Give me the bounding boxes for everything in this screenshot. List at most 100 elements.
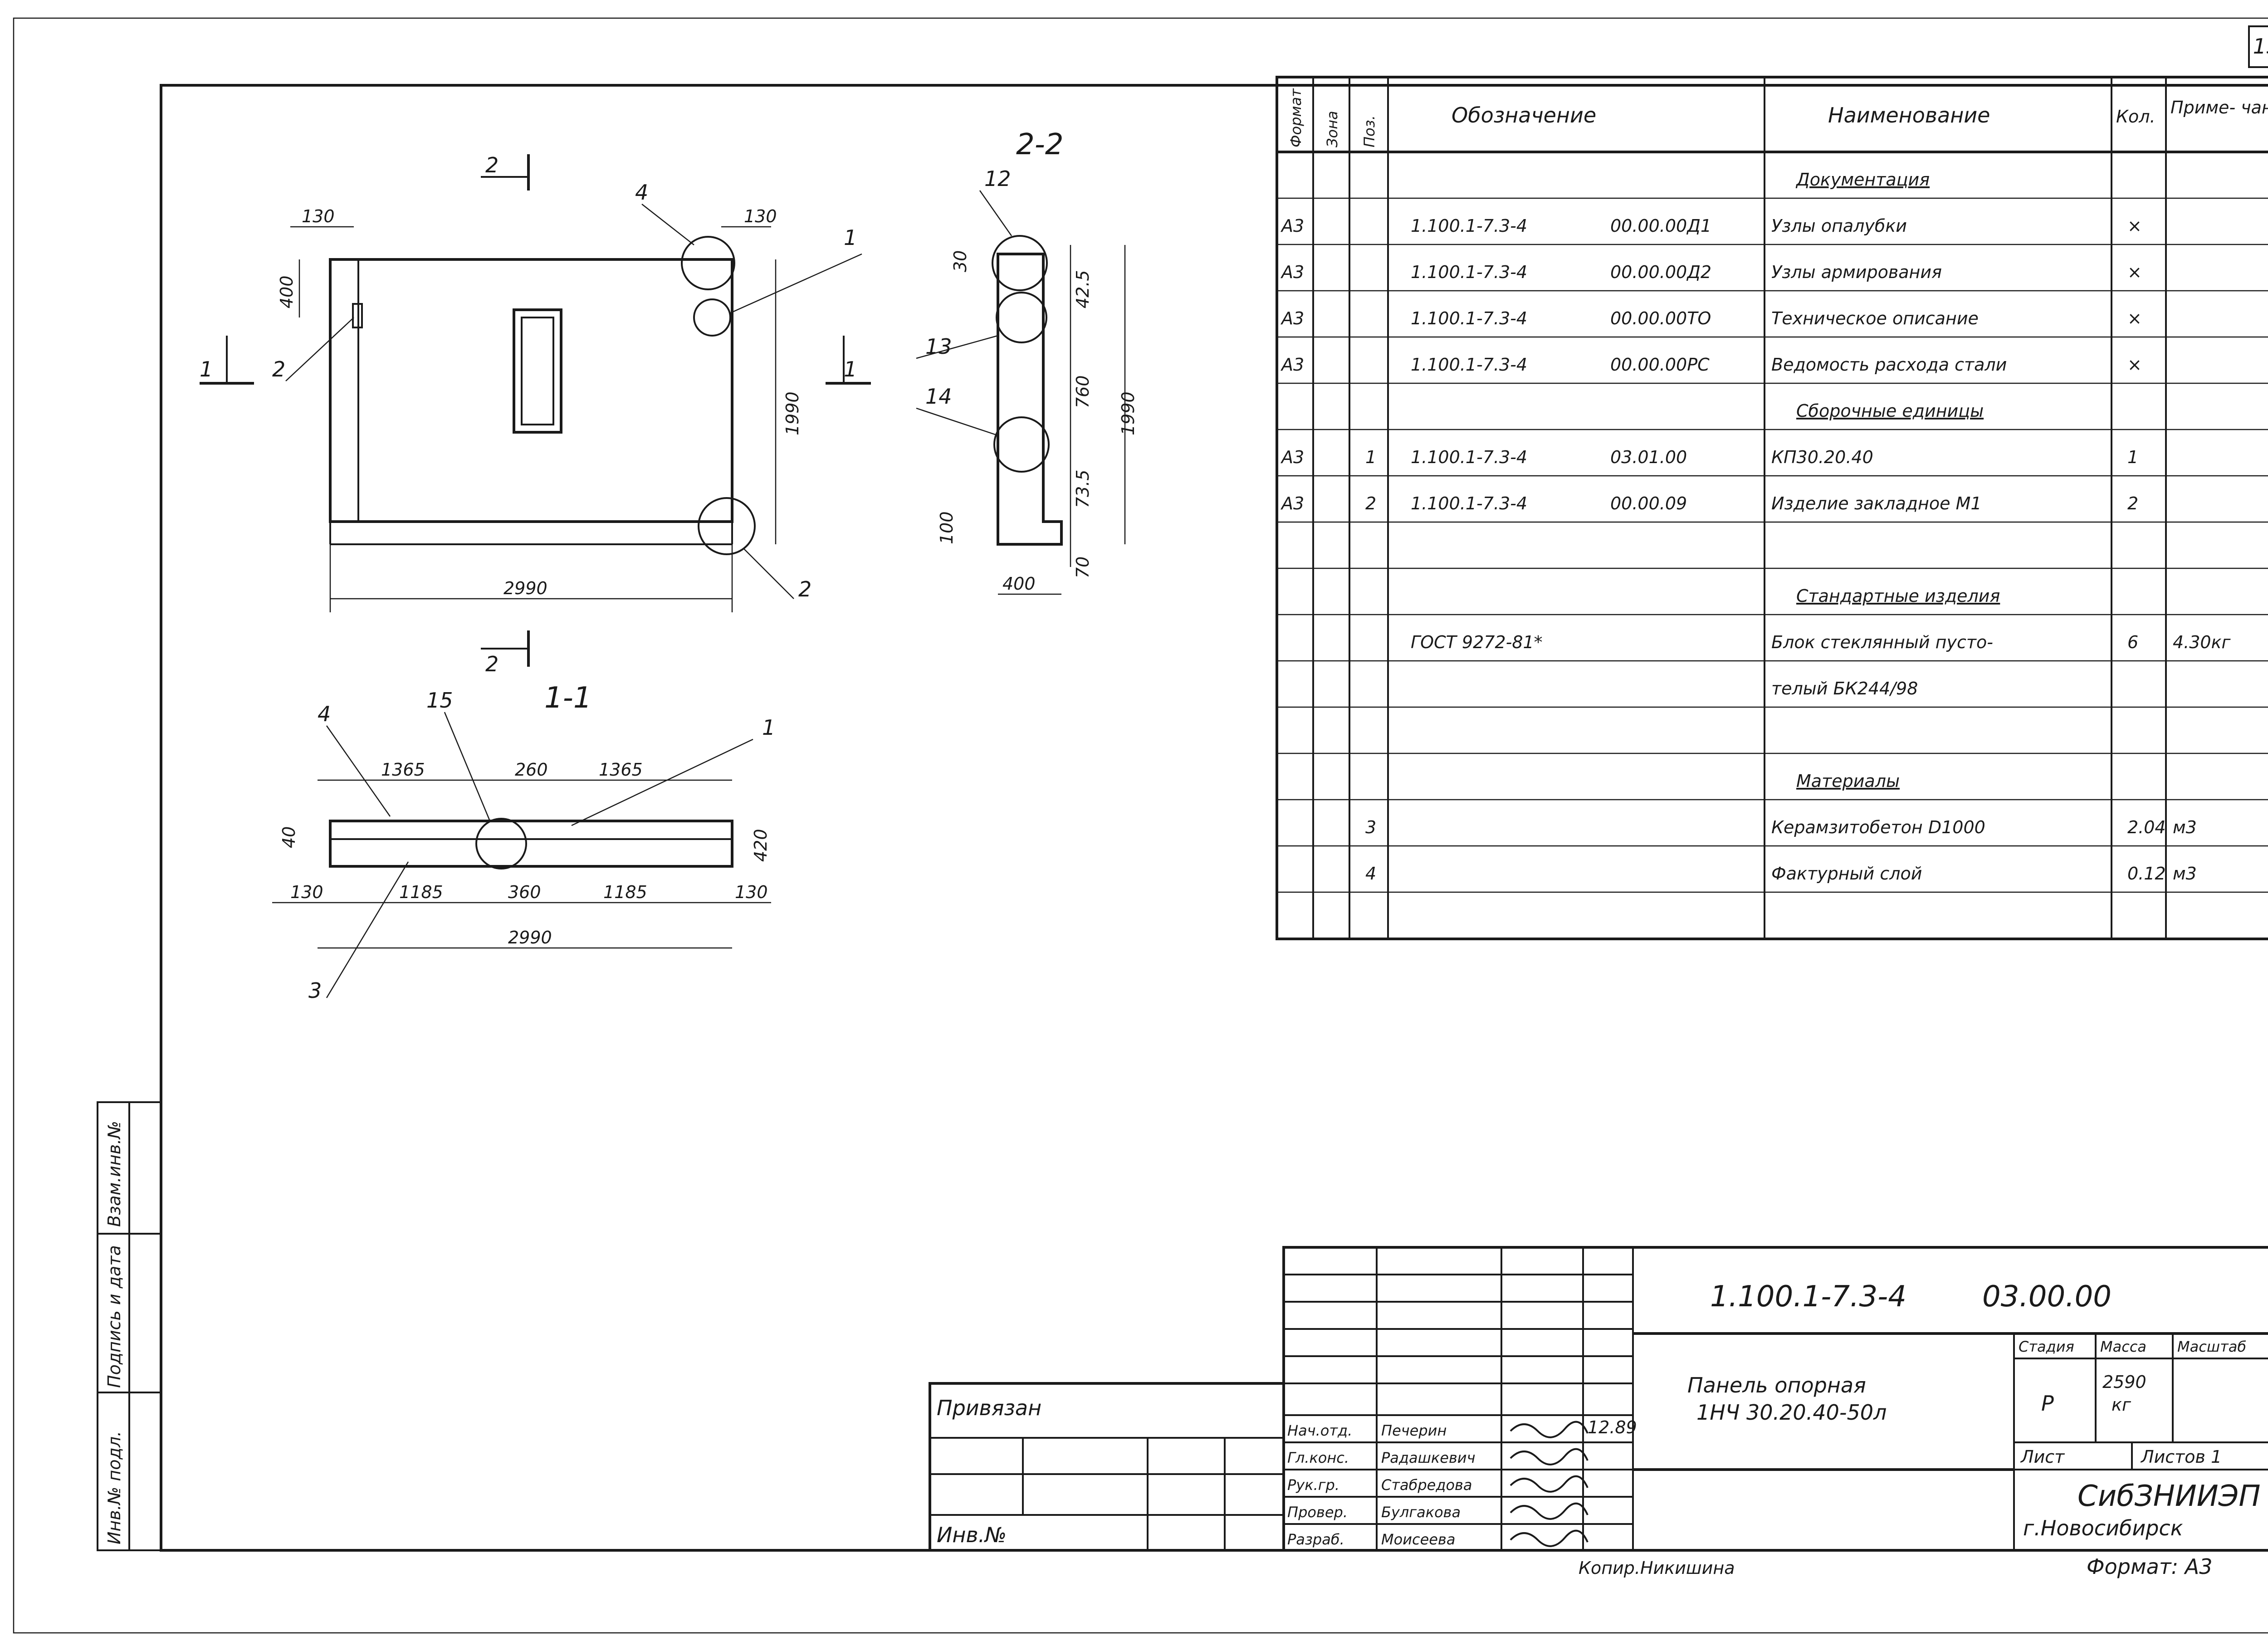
footer-format: Формат: А3 [2087,1554,2212,1579]
spec-cell-name: Изделие закладное М1 [1771,493,1982,513]
spec-header-qty: Кол. [2116,107,2156,127]
binding-privyazan: Привязан [937,1396,1041,1420]
title-block: 1.100.1-7.3-4 03.00.00 Панель опорная 1Н… [1282,1246,2268,1552]
spec-cell-name: Блок стеклянный пусто- [1771,632,1993,652]
role-title: Гл.конс. [1287,1449,1349,1466]
spec-cell-name: Керамзитобетон D1000 [1771,817,1985,837]
s22-dim-70: 70 [1073,557,1093,578]
spec-cell-name: Техническое описание [1771,308,1979,328]
fv-dim-130-left: 130 [302,206,335,226]
spec-cell-code: 1.100.1-7.3-4 [1411,308,1527,328]
spec-header-note: Приме- чание [2170,98,2268,117]
tb-mass-label: Масса [2100,1338,2146,1355]
spec-cell-num: 00.00.09 [1610,493,1687,513]
s11-callout-4: 4 [318,702,331,726]
spec-header-zone: Зона [1324,111,1341,147]
s22-callout-12: 12 [984,166,1011,191]
tb-doc-num: 03.00.00 [1982,1280,2112,1314]
fv-dim-130-right: 130 [744,206,777,226]
signature-icon [1510,1421,1589,1438]
specification-table: Формат Зона Поз. Обозначение Наименовани… [1276,76,2268,940]
spec-cell-qty: 2 [2127,493,2138,513]
s11-dim-2990: 2990 [508,928,552,948]
spec-cell-name: Узлы армирования [1771,262,1942,282]
role-name: Моисеева [1381,1531,1455,1548]
role-row: Разраб. Моисеева [1287,1529,1589,1548]
role-row: Гл.конс.Радашкевич [1287,1448,1589,1466]
s11-dim-1365a: 1365 [381,760,425,780]
spec-cell-qty: × [2127,308,2142,328]
spec-row: Стандартные изделия [1277,586,2268,615]
signature-icon [1510,1529,1589,1547]
spec-cell-name: Документация [1795,170,1930,190]
left-approval-strip: Инв.№ подл. Подпись и дата Взам.инв.№ [97,1101,162,1551]
spec-header-format: Формат [1287,88,1305,147]
spec-row: Материалы [1277,771,2268,801]
fv-callout-4: 4 [635,180,648,205]
role-name: Печерин [1381,1422,1447,1439]
role-name: Стабредова [1381,1476,1472,1494]
tb-sheets-label: Листов 1 [2140,1447,2222,1467]
s22-dim-73-5: 73.5 [1073,469,1093,508]
section-2-2-title: 2-2 [1016,128,1064,161]
fv-callout-2b: 2 [798,577,811,601]
spec-cell-qty: × [2127,262,2142,282]
fv-callout-1: 1 [844,225,857,250]
spec-cell-note: м3 [2173,817,2197,837]
role-title: Рук.гр. [1287,1476,1339,1494]
role-title: Провер. [1287,1504,1348,1521]
spec-cell-format: А3 [1280,447,1304,467]
spec-header-designation: Обозначение [1452,103,1596,127]
spec-cell-note: 4.30кг [2173,632,2231,652]
spec-cell-name: Фактурный слой [1771,864,1922,884]
tb-mass: 2590 [2102,1372,2146,1392]
cut-2-bottom: 2 [485,652,499,676]
tb-city: г.Новосибирск [2023,1516,2183,1540]
s22-dim-30: 30 [950,250,970,272]
strip-replace-inv: Взам.инв.№ [104,1121,124,1227]
spec-cell-qty: × [2127,216,2142,236]
signature-icon [1510,1475,1589,1493]
spec-cell-num: 00.00.00Д1 [1610,216,1711,236]
spec-row: Документация [1277,170,2268,199]
s22-dim-1990: 1990 [1118,391,1138,435]
role-row: Провер.Булгакова [1287,1502,1589,1521]
s11-callout-3: 3 [308,978,322,1003]
role-row: Нач.отд.Печерин [1287,1421,1589,1439]
cut-1-left: 1 [200,357,213,381]
spec-cell-num: 00.00.00РС [1610,355,1710,375]
spec-cell-qty: 1 [2127,447,2138,467]
spec-cell-qty: × [2127,355,2142,375]
spec-cell-format: А3 [1280,355,1304,375]
strip-sign-date: Подпись и дата [104,1245,124,1388]
spec-cell-name: Узлы опалубки [1771,216,1907,236]
s22-dim-42-5: 42.5 [1073,270,1093,308]
s11-dim-260: 260 [515,760,548,780]
fv-callout-2a: 2 [272,357,285,381]
tb-org: СибЗНИИЭП [2077,1480,2260,1513]
spec-cell-name: КП30.20.40 [1771,447,1873,467]
spec-cell-name: Материалы [1796,771,1900,791]
spec-cell-code: ГОСТ 9272-81* [1411,632,1543,652]
cut-2-top: 2 [485,153,499,177]
fv-dim-400: 400 [277,275,297,308]
callout-2-circle [698,497,756,555]
signature-icon [1510,1448,1589,1465]
sheet-number-box [2248,25,2268,68]
spec-cell-format: А3 [1280,216,1304,236]
section-1-1: 1-1 1365 260 1365 40 420 130 1185 360 11… [272,681,775,1003]
spec-row: Сборочные единицы [1277,401,2268,430]
role-title: Разраб. [1287,1531,1344,1548]
spec-cell-pos: 2 [1365,493,1376,513]
spec-cell-format: А3 [1280,493,1304,513]
s11-dim-360: 360 [508,882,541,902]
cut-1-right: 1 [844,357,857,381]
fv-dim-2990: 2990 [503,578,547,598]
